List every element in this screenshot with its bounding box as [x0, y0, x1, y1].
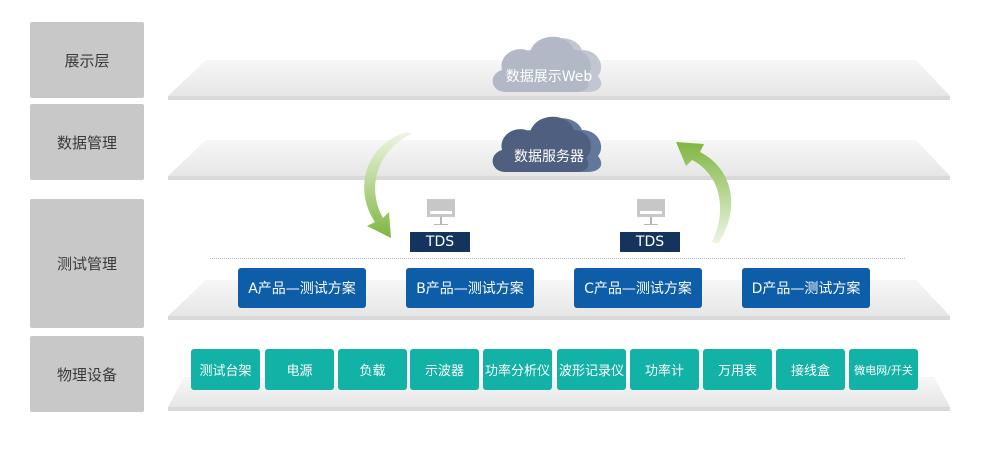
web-cloud-label: 数据展示Web	[505, 69, 593, 85]
tds-station-2: TDS	[620, 199, 680, 253]
tds-badge: TDS	[620, 232, 680, 252]
test-plan-a[interactable]: A产品—测试方案	[238, 268, 366, 308]
monitor-icon	[427, 199, 455, 217]
divider	[210, 258, 905, 259]
equipment-item[interactable]: 万用表	[703, 349, 772, 390]
equipment-item[interactable]: 电源	[265, 349, 334, 390]
layer-label-presentation: 展示层	[30, 22, 144, 98]
tds-badge: TDS	[410, 232, 470, 252]
monitor-icon	[637, 199, 665, 217]
test-plan-d[interactable]: D产品—测试方案	[742, 268, 870, 308]
equipment-item[interactable]: 负载	[338, 349, 407, 390]
cloud-icon	[492, 36, 602, 92]
server-cloud-label: 数据服务器	[514, 149, 584, 165]
test-plan-b[interactable]: B产品—测试方案	[406, 268, 534, 308]
equipment-item[interactable]: 波形记录仪	[557, 349, 626, 390]
up-arrow-icon	[676, 142, 732, 244]
layer-label-test-management: 测试管理	[30, 199, 144, 328]
test-plan-c[interactable]: C产品—测试方案	[574, 268, 702, 308]
layer-label-physical-equipment: 物理设备	[30, 336, 144, 412]
equipment-item[interactable]: 示波器	[410, 349, 479, 390]
layer-label-data-management: 数据管理	[30, 104, 144, 180]
equipment-item[interactable]: 功率计	[630, 349, 699, 390]
web-cloud: 数据展示Web	[488, 28, 610, 94]
equipment-item[interactable]: 微电网/开关	[849, 349, 918, 390]
tds-station-1: TDS	[410, 199, 470, 253]
equipment-item[interactable]: 功率分析仪	[483, 349, 552, 390]
cloud-icon	[492, 116, 602, 172]
equipment-item[interactable]: 测试台架	[191, 349, 260, 390]
equipment-item[interactable]: 接线盒	[776, 349, 845, 390]
down-arrow-icon	[364, 132, 411, 238]
server-cloud: 数据服务器	[488, 112, 610, 174]
